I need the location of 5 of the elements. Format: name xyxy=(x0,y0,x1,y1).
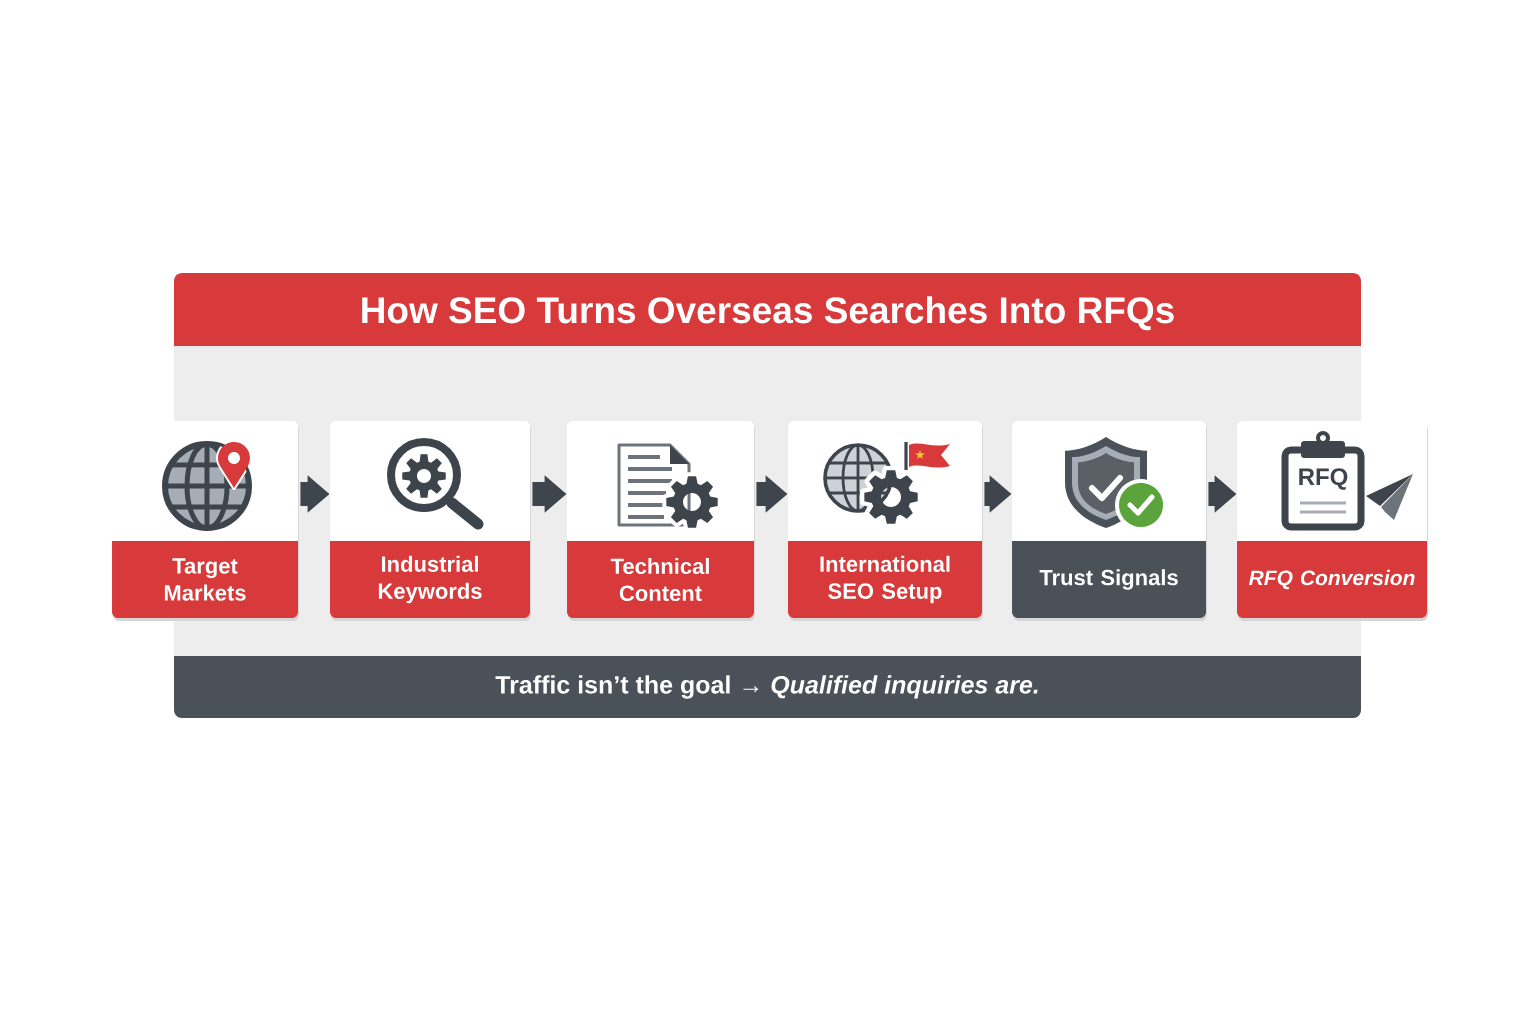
node-label: RFQ Conversion xyxy=(1248,569,1415,590)
footer-banner: Traffic isn’t the goal → Qualified inquiries are. xyxy=(174,656,1361,718)
icon-label: RFQ xyxy=(1299,468,1348,490)
title-banner: How SEO Turns Overseas Searches Into RFQs xyxy=(174,273,1361,346)
step-card: Industrial Keywords xyxy=(330,421,531,621)
